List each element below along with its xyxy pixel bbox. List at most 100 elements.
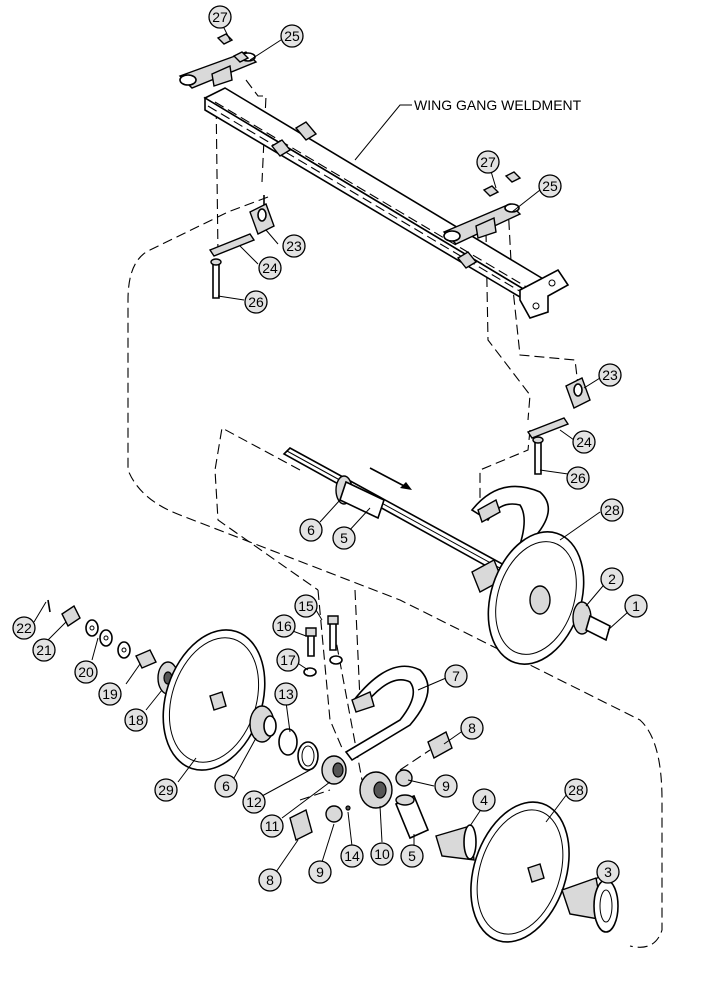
svg-text:6: 6 xyxy=(307,522,315,538)
svg-text:23: 23 xyxy=(286,238,302,254)
bubble-6-upper: 6 xyxy=(299,518,323,542)
bubble-9-upper: 9 xyxy=(434,774,458,798)
bubble-18: 18 xyxy=(124,708,148,732)
washers-20 xyxy=(85,619,131,659)
bearing-bracket-25-right xyxy=(442,203,522,245)
svg-text:17: 17 xyxy=(280,652,296,668)
svg-text:23: 23 xyxy=(602,367,618,383)
bubble-13: 13 xyxy=(274,682,298,706)
bubble-27-right: 27 xyxy=(476,150,500,174)
svg-text:24: 24 xyxy=(262,260,278,276)
svg-text:11: 11 xyxy=(265,818,280,834)
bearing-bracket-25-left xyxy=(178,51,258,89)
disc-blade-28-lower xyxy=(470,801,570,943)
bolt-26-left xyxy=(210,258,222,299)
bubble-16: 16 xyxy=(272,614,296,638)
mount-23-left xyxy=(249,195,275,235)
bracket-8-lower xyxy=(289,808,313,842)
bubble-28-upper: 28 xyxy=(600,498,624,522)
bubble-8-upper: 8 xyxy=(460,716,484,740)
bearing-11 xyxy=(321,755,347,785)
svg-text:2: 2 xyxy=(608,571,616,587)
spool-6-lower xyxy=(249,705,277,743)
bubble-12: 12 xyxy=(242,790,266,814)
svg-text:14: 14 xyxy=(344,848,360,864)
mount-23-right xyxy=(565,377,591,409)
bubble-27-left: 27 xyxy=(208,5,232,29)
bubble-22: 22 xyxy=(12,616,36,640)
bubble-15: 15 xyxy=(294,594,318,618)
svg-text:27: 27 xyxy=(480,154,496,170)
bubble-21: 21 xyxy=(32,638,56,662)
svg-text:26: 26 xyxy=(248,294,264,310)
svg-text:28: 28 xyxy=(604,502,620,518)
bubble-23-right: 23 xyxy=(598,363,622,387)
spool-4 xyxy=(435,824,477,861)
main-shaft-assembly xyxy=(282,447,611,665)
bubble-26-right: 26 xyxy=(566,466,590,490)
svg-text:16: 16 xyxy=(276,618,292,634)
bubble-2: 2 xyxy=(600,567,624,591)
svg-text:12: 12 xyxy=(246,794,262,810)
clip-24-right xyxy=(526,417,570,439)
bubble-24-left: 24 xyxy=(258,256,282,280)
bubble-8-lower: 8 xyxy=(258,868,282,892)
bubble-6-lower: 6 xyxy=(214,774,238,798)
svg-text:28: 28 xyxy=(568,782,584,798)
bubble-3: 3 xyxy=(596,860,620,884)
disc-blade-29 xyxy=(162,629,266,771)
svg-text:5: 5 xyxy=(340,530,348,546)
standard-7 xyxy=(344,665,429,762)
svg-text:22: 22 xyxy=(16,620,32,636)
svg-text:26: 26 xyxy=(570,470,586,486)
svg-text:24: 24 xyxy=(576,434,592,450)
grease-fitting-14 xyxy=(345,805,351,811)
svg-text:9: 9 xyxy=(442,778,450,794)
bubble-7: 7 xyxy=(444,664,468,688)
clip-24-left xyxy=(208,233,256,257)
bubble-9-lower: 9 xyxy=(308,860,332,884)
svg-text:18: 18 xyxy=(128,712,144,728)
bubble-29: 29 xyxy=(154,778,178,802)
bubble-4: 4 xyxy=(472,788,496,812)
bushing-9-upper xyxy=(395,769,413,787)
bushing-9-lower xyxy=(325,805,343,823)
svg-text:29: 29 xyxy=(158,782,174,798)
svg-text:8: 8 xyxy=(266,872,274,888)
svg-text:5: 5 xyxy=(408,848,416,864)
bubble-1: 1 xyxy=(624,594,648,618)
washer-17 xyxy=(303,655,343,677)
svg-text:4: 4 xyxy=(480,792,488,808)
svg-text:13: 13 xyxy=(278,686,294,702)
svg-text:25: 25 xyxy=(284,28,300,44)
bubble-5-upper: 5 xyxy=(332,526,356,550)
bolt-26-right xyxy=(532,436,544,475)
svg-text:15: 15 xyxy=(298,598,314,614)
wing-gang-weldment-label: WING GANG WELDMENT xyxy=(414,97,582,113)
cotter-pin-22 xyxy=(47,599,51,613)
bubble-25-left: 25 xyxy=(280,24,304,48)
bracket-8-upper xyxy=(427,730,453,760)
bubble-28-lower: 28 xyxy=(564,778,588,802)
bubble-11: 11 xyxy=(260,814,284,838)
bubble-23-left: 23 xyxy=(282,234,306,258)
svg-text:20: 20 xyxy=(78,664,94,680)
svg-text:9: 9 xyxy=(316,864,324,880)
svg-text:6: 6 xyxy=(222,778,230,794)
bearing-housing-10 xyxy=(359,771,393,809)
nut-27-left xyxy=(216,33,250,63)
bolt-15 xyxy=(327,615,339,651)
svg-text:3: 3 xyxy=(604,864,612,880)
end-spool-3 xyxy=(561,877,619,933)
ring-12 xyxy=(297,741,319,771)
nut-27-right xyxy=(482,171,522,197)
svg-text:7: 7 xyxy=(452,668,460,684)
bubble-17: 17 xyxy=(276,648,300,672)
bubble-10: 10 xyxy=(370,842,394,866)
bubble-14: 14 xyxy=(340,844,364,868)
bubble-20: 20 xyxy=(74,660,98,684)
bubble-24-right: 24 xyxy=(572,430,596,454)
spacer-tube-5 xyxy=(394,794,430,840)
svg-text:27: 27 xyxy=(212,9,228,25)
